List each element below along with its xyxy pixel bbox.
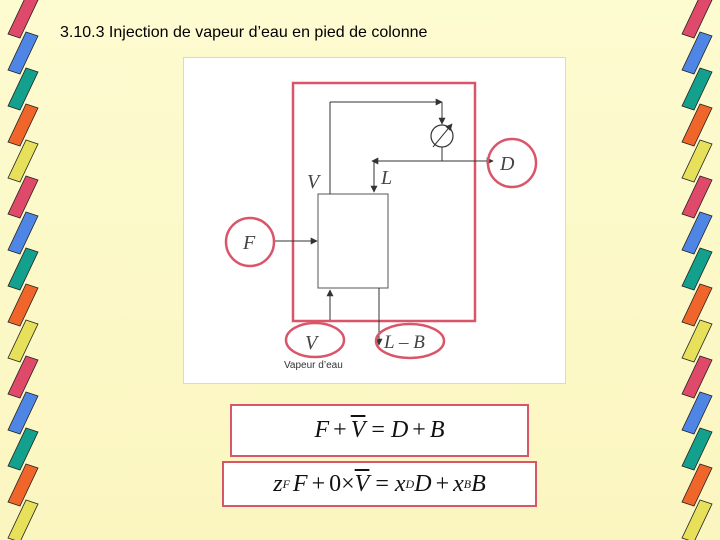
decorative-stripe bbox=[681, 67, 713, 111]
condenser-diagonal bbox=[432, 123, 453, 148]
eq2-z-sub: F bbox=[282, 476, 290, 491]
column-highlight-box bbox=[291, 81, 477, 323]
distillate-highlight bbox=[486, 137, 538, 189]
eq1-plus2: + bbox=[412, 417, 426, 443]
label-v-top: V bbox=[307, 171, 322, 193]
feed-highlight bbox=[224, 216, 276, 268]
decorative-stripe bbox=[681, 463, 713, 507]
decorative-stripe bbox=[681, 0, 713, 39]
decorative-stripe bbox=[681, 175, 713, 219]
decorative-stripe bbox=[681, 103, 713, 147]
label-f: F bbox=[242, 232, 256, 254]
eq2-zero: 0 bbox=[329, 470, 342, 497]
decorative-stripe bbox=[7, 463, 39, 507]
eq1-v: V bbox=[350, 417, 366, 443]
left-decorative-border bbox=[7, 0, 39, 540]
column-diagram: V L D F V L – B Vapeur d’eau bbox=[183, 57, 566, 384]
decorative-stripe bbox=[7, 0, 39, 39]
decorative-stripe bbox=[681, 31, 713, 75]
eq2-f: F bbox=[292, 470, 308, 497]
eq2-equals: = bbox=[375, 470, 389, 497]
eq1-b: B bbox=[429, 417, 445, 443]
steam-highlight bbox=[284, 321, 346, 359]
mass-balance-equation: F + V = D + B bbox=[230, 404, 529, 457]
decorative-stripe bbox=[7, 139, 39, 183]
decorative-stripe bbox=[7, 247, 39, 291]
decorative-stripe bbox=[7, 175, 39, 219]
decorative-stripe bbox=[7, 67, 39, 111]
decorative-stripe bbox=[7, 211, 39, 255]
slide-title: 3.10.3 Injection de vapeur d’eau en pied… bbox=[60, 24, 428, 41]
decorative-stripe bbox=[681, 355, 713, 399]
decorative-stripe bbox=[7, 31, 39, 75]
eq2-x1-sub: D bbox=[405, 476, 415, 491]
eq2-d: D bbox=[414, 470, 432, 497]
label-l-minus-b: L – B bbox=[383, 332, 425, 353]
eq2-v: V bbox=[354, 470, 370, 497]
decorative-stripe bbox=[681, 499, 713, 540]
label-v-bottom: V bbox=[305, 332, 320, 354]
decorative-stripe bbox=[7, 427, 39, 471]
label-l: L bbox=[380, 167, 392, 189]
decorative-stripe bbox=[681, 247, 713, 291]
column-diagram-svg: V L D F V L – B Vapeur d’eau bbox=[224, 81, 538, 371]
decorative-stripe bbox=[7, 319, 39, 363]
eq1-plus1: + bbox=[333, 417, 347, 443]
decorative-stripe bbox=[681, 211, 713, 255]
eq2-times: × bbox=[341, 470, 355, 497]
label-d: D bbox=[499, 153, 515, 175]
eq2-b: B bbox=[471, 470, 486, 497]
decorative-stripe bbox=[7, 355, 39, 399]
eq2-x1: x bbox=[394, 470, 406, 497]
decorative-stripe bbox=[681, 139, 713, 183]
eq2-z: z bbox=[273, 470, 283, 497]
eq1-equals: = bbox=[371, 417, 385, 443]
label-steam: Vapeur d’eau bbox=[284, 360, 343, 371]
eq1-f: F bbox=[314, 417, 330, 443]
decorative-stripe bbox=[7, 283, 39, 327]
decorative-stripe bbox=[7, 103, 39, 147]
decorative-stripe bbox=[681, 427, 713, 471]
decorative-stripe bbox=[681, 391, 713, 435]
decorative-stripe bbox=[7, 391, 39, 435]
column-body bbox=[317, 193, 389, 289]
bottoms-highlight bbox=[374, 322, 446, 360]
eq1-d: D bbox=[390, 417, 409, 443]
eq2-x2: x bbox=[453, 470, 464, 497]
eq2-plus2: + bbox=[435, 470, 450, 497]
decorative-stripe bbox=[681, 319, 713, 363]
right-decorative-border bbox=[681, 0, 713, 540]
eq2-x2-sub: B bbox=[463, 476, 472, 491]
decorative-stripe bbox=[681, 283, 713, 327]
decorative-stripe bbox=[7, 499, 39, 540]
eq2-plus1: + bbox=[311, 470, 326, 497]
